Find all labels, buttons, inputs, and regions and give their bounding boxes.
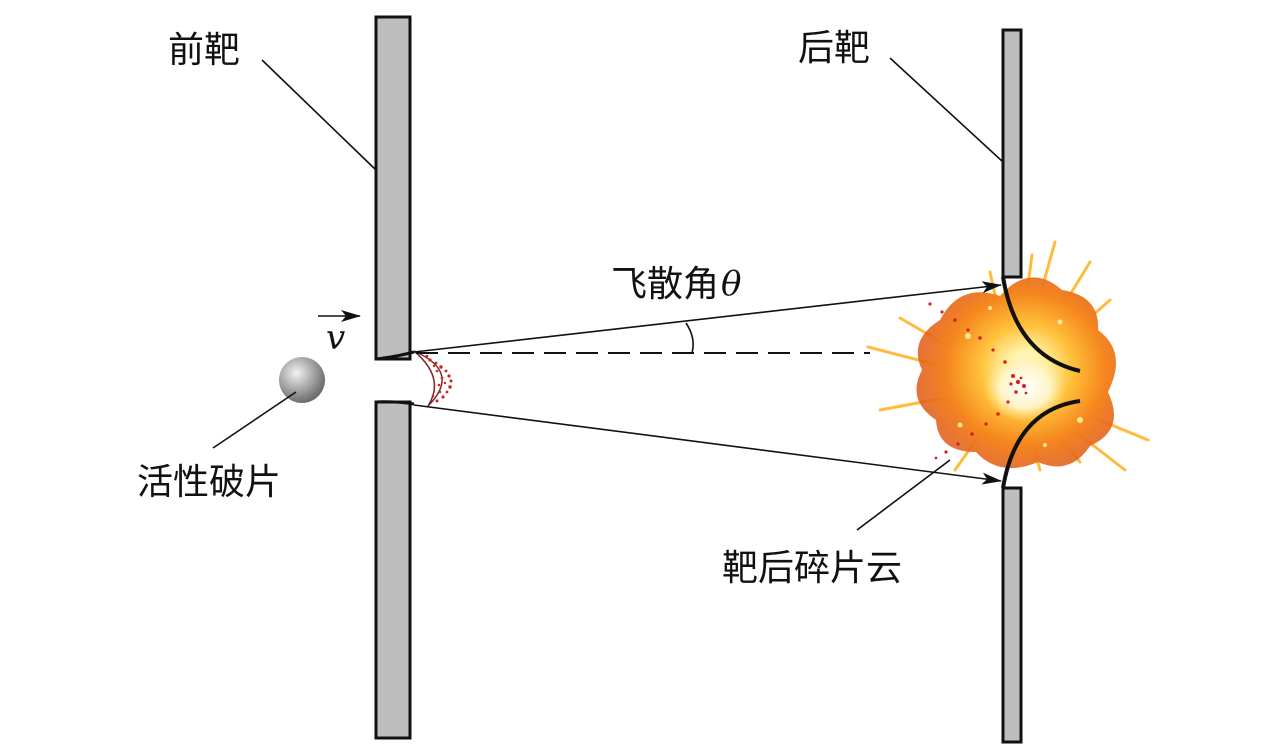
front-target-label: 前靶: [168, 30, 240, 71]
rear-petal-upper: [1001, 276, 1081, 373]
rear-target-upper: [1001, 28, 1023, 279]
lower-scatter-ray: [413, 404, 1002, 485]
rear-petal-lower: [1001, 399, 1081, 489]
projectile-label: 活性破片: [137, 462, 281, 503]
debris-cloud-leader: [856, 459, 951, 531]
velocity-symbol: v: [326, 318, 345, 358]
angle-arc: [685, 322, 694, 354]
projectile-leader: [212, 391, 297, 449]
hole-lip-lower: [375, 400, 415, 406]
front-target-leader: [261, 59, 377, 171]
front-target-lower: [374, 400, 412, 740]
rear-target-leader: [889, 57, 1004, 163]
debris-cloud-label: 靶后碎片云: [722, 548, 902, 589]
rear-target-lower: [1001, 486, 1023, 744]
projectile-sphere: [279, 357, 325, 403]
scatter-angle-label: 飞散角: [611, 264, 719, 305]
explosion-icon: [866, 240, 1150, 489]
rear-target-label: 后靶: [798, 28, 870, 69]
hole-lip-upper: [375, 350, 415, 361]
front-target-upper: [374, 15, 412, 361]
crescent-debris: [413, 350, 453, 407]
scatter-angle-symbol: θ: [721, 264, 741, 304]
upper-scatter-ray: [413, 281, 1002, 353]
